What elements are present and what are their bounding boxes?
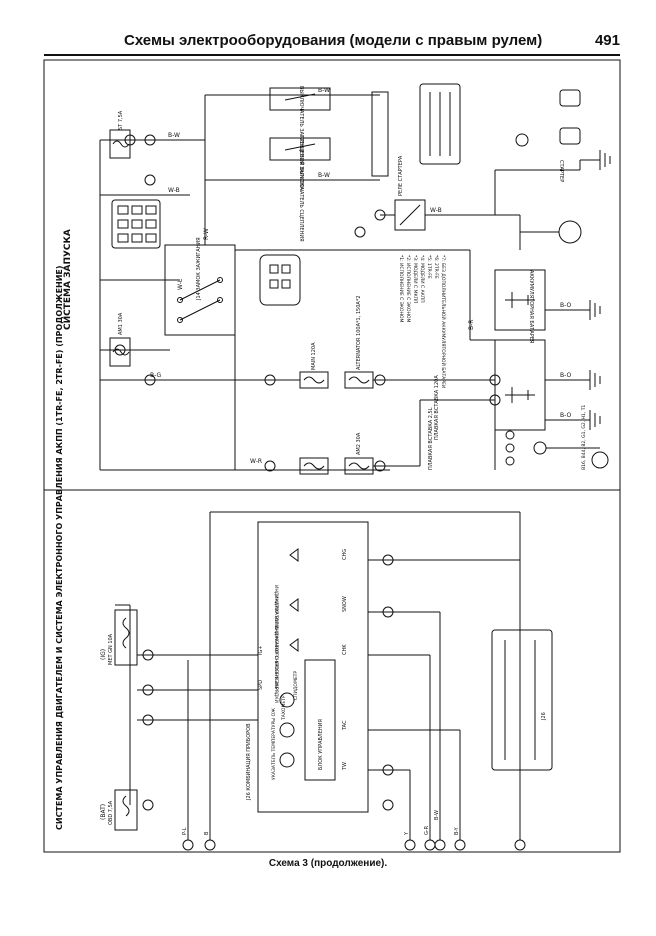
wire-label-9: B-O xyxy=(560,302,571,309)
fuse-main-label: MAIN 120А xyxy=(311,342,317,370)
wire-label-1: B-W xyxy=(168,132,180,139)
fuse-obd xyxy=(114,789,138,831)
fuse-met xyxy=(114,609,138,666)
connector-j26-label: J26 xyxy=(541,712,547,721)
note-2: *2: ИСПОЛНЕНИЕ С ЭКОНОМ xyxy=(405,255,411,323)
meter-pin-tac: TAC xyxy=(342,720,348,731)
terminal-b: B xyxy=(204,831,210,835)
fuse-link-main-label: ПЛАВКАЯ ВСТАВКА 120А xyxy=(434,375,440,440)
wire-label-2: W-B xyxy=(168,187,180,194)
ground-note: B16, B44, B2, G1, G2, H1, T1 xyxy=(581,405,587,470)
wire-label-11: B-O xyxy=(560,412,571,419)
wire-label-5: W-B xyxy=(430,207,442,214)
wire-label-10: B-O xyxy=(560,372,571,379)
meter-pin-spd: SPD xyxy=(258,680,264,690)
source-bat: (BAT) xyxy=(100,804,107,820)
fuse-alt-label: ALTERNATOR 100A*1, 150A*2 xyxy=(356,296,362,371)
meter-pin-chg: CHG xyxy=(342,549,348,560)
terminal-bw: B-W xyxy=(434,810,440,820)
ground-lug xyxy=(591,451,609,469)
wire-label-13: B-W xyxy=(318,172,330,179)
note-7: *7: БЕЗ ДОПОЛНИТЕЛЬНОЙ АККУМУЛЯТОРНОЙ БА… xyxy=(440,255,447,388)
gauge-tacho-label: ТАХОМЕТР xyxy=(281,695,287,721)
terminal-by: B-Y xyxy=(454,826,460,835)
meter-pin-snow: SNOW xyxy=(342,596,348,612)
bottom-system-title: СИСТЕМА УПРАВЛЕНИЯ ДВИГАТЕЛЕМ И СИСТЕМА … xyxy=(55,265,64,830)
connector-b1-strip xyxy=(371,91,389,177)
connector-j26 xyxy=(491,629,553,771)
page-title: Схемы электрооборудования (модели с прав… xyxy=(124,32,543,49)
terminal-y: Y xyxy=(404,831,410,836)
gauge-temp xyxy=(279,692,295,708)
starter-label: СТАРТЕР xyxy=(558,160,564,182)
combination-meter xyxy=(257,521,369,813)
note-6: *6: 2TR-FE xyxy=(433,255,439,279)
wire-label-6: W-L xyxy=(177,278,184,290)
gauge-speedo-label: СПИДОМЕТР xyxy=(293,671,299,700)
meter-pin-chk: CHK xyxy=(342,644,348,655)
wire-label-12: B-W xyxy=(318,87,330,94)
starter-relay-label: РЕЛЕ СТАРТЕРА xyxy=(398,155,404,196)
top-system-title: СИСТЕМА ЗАПУСКА xyxy=(63,229,73,330)
wire-label-7: R-W xyxy=(203,228,210,240)
page-number: 491 xyxy=(594,32,620,49)
meter-control-unit xyxy=(304,659,336,781)
clutch-switch-box xyxy=(269,87,331,111)
clutch-switch-label: ВЫКЛЮЧАТЕЛЬ ЗАПРЕЩЕНИЯ ЗАПУСКА xyxy=(298,86,304,191)
indicator-charge xyxy=(289,548,299,562)
aux-battery-box xyxy=(494,339,546,431)
page-header: Схемы электрооборудования (модели с прав… xyxy=(44,30,620,56)
meter-label: J26 КОМБИНАЦИЯ ПРИБОРОВ xyxy=(246,723,252,801)
note-3: *3: МОДЕЛИ С МКПП xyxy=(412,255,418,303)
fuse-am1 xyxy=(109,337,131,367)
fuse-am2-label: AM2 30A xyxy=(356,432,362,455)
connector-j14 xyxy=(111,199,161,249)
note-1: *1: ИСПОЛНЕНИЕ С ЭКОНОМ xyxy=(398,255,404,323)
fuse-met-label: MET GN 10А xyxy=(108,633,114,665)
gauge-tacho xyxy=(279,722,295,738)
bottom-panel-frame xyxy=(43,489,621,853)
header-rule xyxy=(44,54,620,56)
indicator-check-label: ИНДИКАТОР CHECK ENGINE xyxy=(273,625,279,690)
fuse-st-label: ST 7,5А xyxy=(118,110,124,130)
note-5: *5: 1TR-FE xyxy=(426,255,432,279)
connector-e4 xyxy=(559,127,581,145)
meter-control-label: БЛОК УПРАВЛЕНИЯ xyxy=(318,719,324,770)
note-4: *4: МОДЕЛИ С АКПП xyxy=(419,255,425,303)
wire-label-4: W-R xyxy=(250,458,262,465)
fuse-am2b xyxy=(299,457,329,475)
neutral-switch-label: КОНЦЕВОЙ ВЫКЛЮЧАТЕЛЬ СЦЕПЛЕНИЯ xyxy=(298,136,305,242)
fuse-obd-label: OBD 7,5А xyxy=(108,800,114,825)
gauge-speedo xyxy=(279,752,295,768)
connector-c29 xyxy=(259,254,301,306)
terminal-pl: P-L xyxy=(182,827,188,835)
connector-e5 xyxy=(559,89,581,107)
source-ig: (IG) xyxy=(100,649,107,660)
figure-caption: Схема 3 (продолжение). xyxy=(268,858,388,869)
indicator-charge-label: ИНДИКАТОР СНИЖЕННОГО УРОВНЯ ЗАРЯДКИ xyxy=(273,595,279,703)
fuse-link-am2-label: ПЛАВКАЯ ВСТАВКА 2,5L xyxy=(428,407,434,470)
fuse-am1-label: AM1 30А xyxy=(118,312,124,335)
indicator-snow xyxy=(289,598,299,612)
battery-label: АККУМУЛЯТОРНАЯ БАТАРЕЯ xyxy=(528,270,534,343)
meter-pin-tw: TW xyxy=(342,762,348,771)
connector-e3 xyxy=(515,133,529,147)
terminal-gr: G-R xyxy=(424,825,430,835)
meter-pin-ig: IG+ xyxy=(258,645,264,655)
indicator-snow-label: ИНДИКАТОР SNOW xyxy=(273,585,279,630)
ignition-switch-label: J14 ЗАМОК ЗАЖИГАНИЯ xyxy=(196,237,202,301)
wire-label-3: B-G xyxy=(150,372,162,379)
fuse-st xyxy=(109,129,131,159)
neutral-switch-box xyxy=(269,137,331,161)
battery-box xyxy=(494,269,546,331)
gauge-temp-label: УКАЗАТЕЛЬ ТЕМПЕРАТУРЫ ОЖ xyxy=(271,708,277,780)
connector-b1 xyxy=(419,83,461,165)
starter-motor xyxy=(558,220,582,244)
indicator-check xyxy=(289,638,299,652)
wire-label-8: B-R xyxy=(468,320,475,330)
